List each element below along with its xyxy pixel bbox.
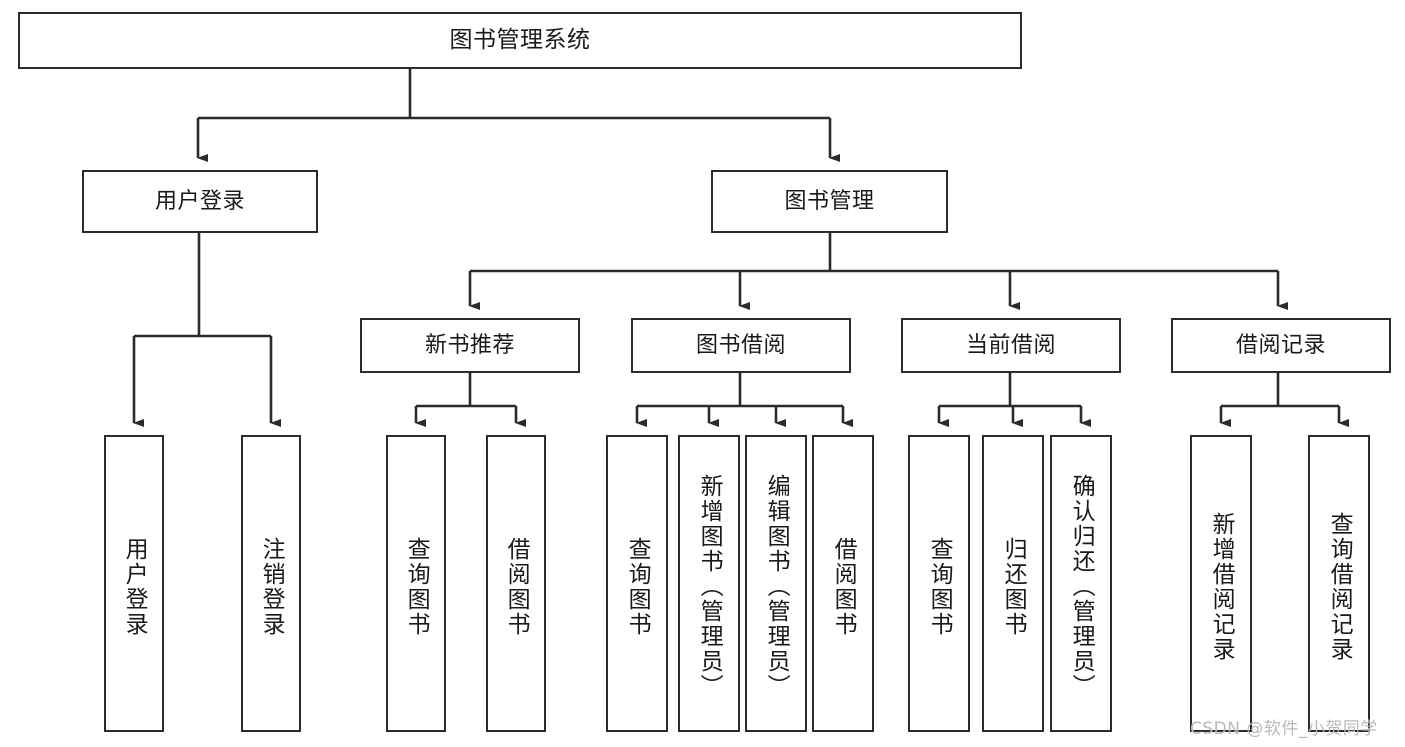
node-current-borrow[interactable]: 当前借阅 — [901, 318, 1121, 373]
node-leaf-query-book-1[interactable]: 查询图书 — [386, 435, 446, 732]
node-label: 借阅图书 — [503, 536, 530, 637]
node-root[interactable]: 图书管理系统 — [18, 12, 1022, 69]
node-leaf-query-borrow-record[interactable]: 查询借阅记录 — [1308, 435, 1370, 732]
node-label: 查询图书 — [624, 536, 651, 637]
node-leaf-query-book-3[interactable]: 查询图书 — [908, 435, 970, 732]
node-leaf-logout[interactable]: 注销登录 — [241, 435, 301, 732]
node-label: 查询图书 — [926, 536, 953, 637]
node-label: 编辑图书（管理员） — [763, 474, 790, 699]
node-user-login[interactable]: 用户登录 — [82, 170, 318, 233]
node-label: 借阅记录 — [1235, 332, 1326, 358]
node-leaf-confirm-return[interactable]: 确认归还（管理员） — [1050, 435, 1112, 732]
node-leaf-return-book[interactable]: 归还图书 — [982, 435, 1044, 732]
node-label: 用户登录 — [121, 536, 148, 637]
node-label: 图书管理系统 — [449, 26, 591, 53]
node-leaf-edit-book[interactable]: 编辑图书（管理员） — [745, 435, 807, 732]
node-label: 图书借阅 — [695, 332, 786, 358]
node-label: 确认归还（管理员） — [1068, 474, 1095, 699]
node-book-borrow[interactable]: 图书借阅 — [631, 318, 851, 373]
node-label: 新增借阅记录 — [1208, 511, 1235, 662]
node-leaf-query-book-2[interactable]: 查询图书 — [606, 435, 668, 732]
node-label: 新书推荐 — [424, 332, 515, 358]
node-label: 查询借阅记录 — [1326, 511, 1353, 662]
node-label: 用户登录 — [154, 188, 245, 214]
node-leaf-add-borrow-record[interactable]: 新增借阅记录 — [1190, 435, 1252, 732]
node-label: 注销登录 — [258, 536, 285, 637]
node-new-book-recommend[interactable]: 新书推荐 — [360, 318, 580, 373]
node-borrow-record[interactable]: 借阅记录 — [1171, 318, 1391, 373]
node-leaf-user-login[interactable]: 用户登录 — [104, 435, 164, 732]
csdn-watermark: CSDN @软件_小贺同学 — [1190, 719, 1378, 739]
node-label: 图书管理 — [784, 188, 875, 214]
node-label: 当前借阅 — [965, 332, 1056, 358]
node-label: 查询图书 — [403, 536, 430, 637]
node-leaf-borrow-book-1[interactable]: 借阅图书 — [486, 435, 546, 732]
node-leaf-borrow-book-2[interactable]: 借阅图书 — [812, 435, 874, 732]
node-label: 新增图书（管理员） — [696, 474, 723, 699]
node-label: 借阅图书 — [830, 536, 857, 637]
node-leaf-add-book[interactable]: 新增图书（管理员） — [678, 435, 740, 732]
node-book-management[interactable]: 图书管理 — [711, 170, 948, 233]
node-label: 归还图书 — [1000, 536, 1027, 637]
